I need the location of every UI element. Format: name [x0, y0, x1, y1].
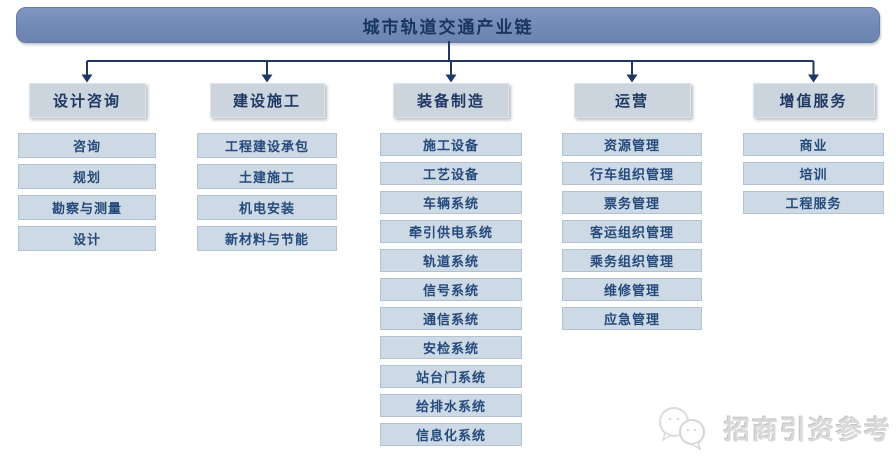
- chain-item: 客运组织管理: [562, 220, 702, 243]
- root-node: 城市轨道交通产业链: [16, 7, 880, 43]
- chain-column: 设计咨询咨询规划勘察与测量设计: [18, 83, 156, 257]
- chain-item: 乘务组织管理: [562, 249, 702, 272]
- arrow-down-icon: [808, 74, 819, 83]
- chain-item: 行车组织管理: [562, 162, 702, 185]
- watermark-text: 招商引资参考: [723, 414, 892, 445]
- chain-item: 维修管理: [562, 278, 702, 301]
- chain-item: 站台门系统: [380, 365, 522, 388]
- arrow-down-icon: [445, 74, 457, 83]
- chain-item: 安检系统: [380, 336, 522, 359]
- chain-item: 土建施工: [197, 164, 337, 189]
- chain-item: 勘察与测量: [18, 195, 156, 220]
- chain-column: 增值服务商业培训工程服务: [743, 83, 884, 220]
- chain-item: 应急管理: [562, 307, 702, 330]
- watermark: 招商引资参考: [654, 404, 892, 452]
- speech-bubbles-icon: [658, 407, 705, 451]
- chain-item: 信息化系统: [380, 423, 522, 446]
- chain-column: 建设施工工程建设承包土建施工机电安装新材料与节能: [197, 83, 337, 257]
- chain-item: 设计: [18, 226, 156, 251]
- category-header: 设计咨询: [28, 83, 146, 118]
- chain-item: 资源管理: [562, 133, 702, 156]
- chain-item: 信号系统: [380, 278, 522, 301]
- chain-item: 新材料与节能: [197, 226, 337, 251]
- category-header: 运营: [573, 83, 691, 118]
- chain-item: 培训: [743, 162, 884, 185]
- chain-item: 机电安装: [197, 195, 337, 220]
- chain-column: 装备制造施工设备工艺设备车辆系统牵引供电系统轨道系统信号系统通信系统安检系统站台…: [380, 83, 522, 452]
- chain-item: 牵引供电系统: [380, 220, 522, 243]
- chain-item: 工艺设备: [380, 162, 522, 185]
- root-title: 城市轨道交通产业链: [362, 17, 534, 37]
- category-header: 装备制造: [393, 83, 509, 118]
- chain-item: 商业: [743, 133, 884, 156]
- chain-item: 咨询: [18, 133, 156, 158]
- category-header: 增值服务: [752, 83, 875, 118]
- chain-item: 给排水系统: [380, 394, 522, 417]
- chain-item: 工程服务: [743, 191, 884, 214]
- chain-column: 运营资源管理行车组织管理票务管理客运组织管理乘务组织管理维修管理应急管理: [562, 83, 702, 336]
- chain-item: 轨道系统: [380, 249, 522, 272]
- chain-item: 工程建设承包: [197, 133, 337, 158]
- chain-item: 票务管理: [562, 191, 702, 214]
- chain-item: 车辆系统: [380, 191, 522, 214]
- chain-item: 施工设备: [380, 133, 522, 156]
- category-header: 建设施工: [209, 83, 325, 118]
- arrow-down-icon: [81, 74, 93, 83]
- arrow-down-icon: [626, 74, 638, 83]
- arrow-down-icon: [261, 74, 273, 83]
- chain-item: 规划: [18, 164, 156, 189]
- chain-item: 通信系统: [380, 307, 522, 330]
